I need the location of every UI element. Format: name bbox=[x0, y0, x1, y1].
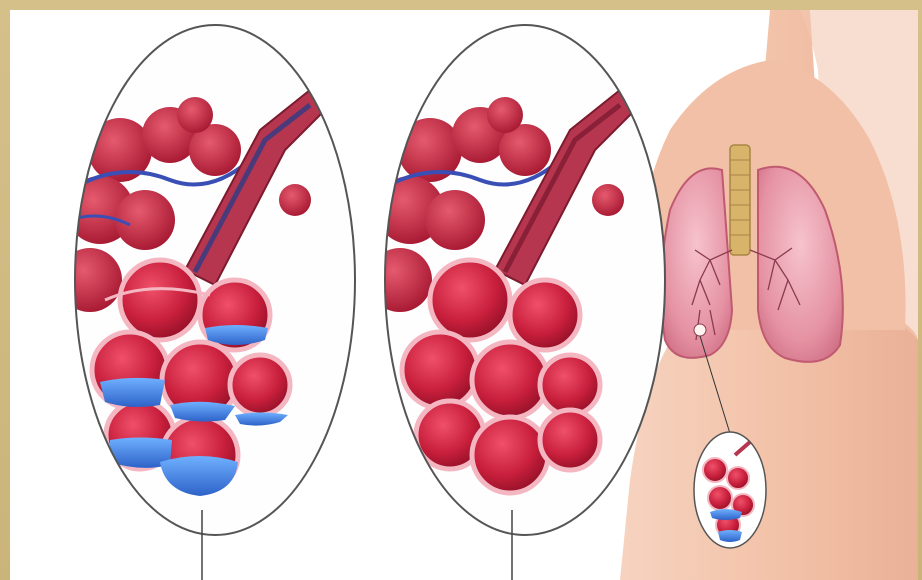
lung-focus-marker bbox=[694, 324, 706, 336]
pneumonia-illustration bbox=[10, 10, 918, 580]
inset-alveoli-circle bbox=[694, 432, 766, 548]
trachea bbox=[730, 145, 750, 255]
panel-alveoli-with-fluid bbox=[58, 20, 360, 580]
illustration-canvas bbox=[10, 10, 918, 580]
panel-healthy-alveoli bbox=[368, 20, 670, 580]
